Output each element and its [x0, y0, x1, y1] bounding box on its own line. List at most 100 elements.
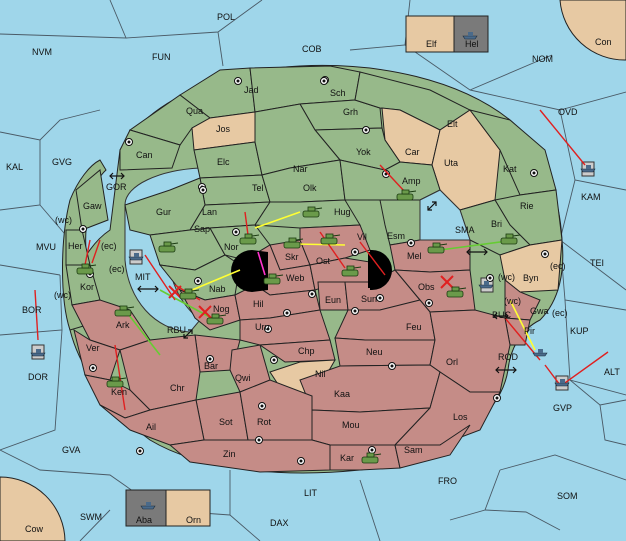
ship-hull-icon — [478, 284, 494, 289]
home-box-elf[interactable] — [405, 15, 455, 53]
province-neu[interactable] — [334, 337, 436, 367]
tank-hull-icon — [341, 269, 359, 277]
land-label: Elt — [447, 119, 458, 129]
tank-barrel-icon — [353, 266, 362, 269]
land-cow[interactable] — [0, 476, 66, 541]
supply-center-core-icon — [236, 79, 240, 83]
land-label: Gur — [156, 207, 171, 217]
land-label: Olk — [303, 183, 317, 193]
province-can[interactable] — [119, 129, 181, 171]
tank-turret-icon — [81, 263, 90, 269]
land-label: Nor — [224, 242, 239, 252]
home-box-label: GVP — [553, 403, 572, 413]
supply-center-core-icon — [390, 364, 394, 368]
tank-hull-icon — [361, 456, 379, 464]
ship-hull-icon — [140, 505, 156, 510]
supply-center-core-icon — [495, 396, 499, 400]
land-label: Car — [405, 147, 420, 157]
tank-barrel-icon — [126, 306, 135, 309]
convoy-order-line — [257, 251, 266, 276]
home-box-orn[interactable] — [165, 489, 211, 527]
land-label: Skr — [285, 252, 299, 262]
province-ail[interactable] — [99, 399, 205, 446]
land-label: Mel — [407, 251, 422, 261]
supply-center-core-icon — [488, 276, 492, 280]
green-provinces — [65, 65, 563, 306]
tank-icon — [500, 233, 521, 245]
tank-hull-icon — [179, 292, 197, 300]
tank-hull-icon — [283, 241, 301, 249]
land-label: Ost — [316, 256, 331, 266]
sea-label: BUC — [492, 310, 512, 320]
tank-turret-icon — [366, 452, 375, 458]
tank-barrel-icon — [332, 234, 341, 237]
ship-hull-icon — [30, 352, 46, 357]
sea-label: GOR — [106, 182, 127, 192]
land-label: Eun — [325, 295, 341, 305]
supply-center-core-icon — [353, 309, 357, 313]
province-gaw[interactable] — [75, 169, 109, 231]
ship-hull-icon — [580, 168, 596, 173]
home-box-label: KAM — [581, 192, 601, 202]
sea-label: ROD — [498, 352, 519, 362]
land-label: Gaw — [83, 201, 102, 211]
tank-turret-icon — [211, 313, 220, 319]
supply-center-core-icon — [266, 327, 270, 331]
supply-center-core-icon — [543, 252, 547, 256]
double-arrow-icon — [109, 172, 125, 180]
land-label: Bar — [204, 361, 218, 371]
land-label: Qua — [186, 106, 203, 116]
tank-icon — [446, 286, 467, 298]
tank-icon — [302, 206, 323, 218]
ship-deck-icon — [484, 281, 489, 285]
tank-barrel-icon — [373, 453, 382, 456]
home-box-label: Hel — [465, 39, 479, 49]
canal-label: RBU — [167, 325, 186, 335]
tank-icon — [239, 233, 260, 245]
tank-barrel-icon — [512, 234, 521, 237]
land-label: Sap — [194, 224, 210, 234]
land-label: Jos — [216, 124, 231, 134]
sea-label: OVD — [558, 107, 578, 117]
sea-label: COB — [302, 44, 322, 54]
red-x-icon — [198, 305, 212, 319]
dislodge-arrow-line — [561, 351, 609, 386]
land-label: Uru — [255, 322, 270, 332]
land-label: Nog — [213, 304, 230, 314]
sea-label: SMA — [455, 225, 475, 235]
coast-label: (wc) — [54, 290, 71, 300]
land-label: Rot — [257, 417, 272, 427]
province-ver[interactable] — [73, 328, 121, 381]
tank-turret-icon — [307, 206, 316, 212]
supply-center-core-icon — [409, 241, 413, 245]
double-arrow-icon — [427, 201, 437, 211]
supply-center-core-icon — [208, 357, 212, 361]
province-mel[interactable] — [389, 239, 471, 273]
province-sam[interactable] — [394, 424, 471, 469]
tank-icon — [320, 233, 341, 245]
province-sot[interactable] — [195, 391, 249, 441]
corner-label: Con — [595, 37, 612, 47]
tank-icon — [396, 189, 417, 201]
double-arrow-icon — [137, 285, 159, 293]
tank-turret-icon — [346, 265, 355, 271]
sea-label: ALT — [604, 367, 620, 377]
ship-icon — [140, 502, 156, 510]
supply-center-core-icon — [310, 292, 314, 296]
dislodge-arrow-line — [91, 239, 101, 264]
land-label: Byn — [523, 273, 539, 283]
ship-hull-icon — [554, 382, 570, 387]
dislodge-arrow-line — [114, 344, 126, 411]
land-con[interactable] — [559, 0, 626, 61]
ship-icon — [128, 253, 144, 261]
tank-barrel-icon — [88, 264, 97, 267]
tank-icon — [76, 263, 97, 275]
land-label: Obs — [418, 282, 435, 292]
coast-label: (ec) — [101, 241, 117, 251]
tank-hull-icon — [500, 237, 518, 245]
province-gwa[interactable] — [504, 278, 541, 321]
tank-turret-icon — [111, 376, 120, 382]
dislodge-arrow-line — [359, 241, 386, 276]
home-box-label: Orn — [186, 515, 201, 525]
